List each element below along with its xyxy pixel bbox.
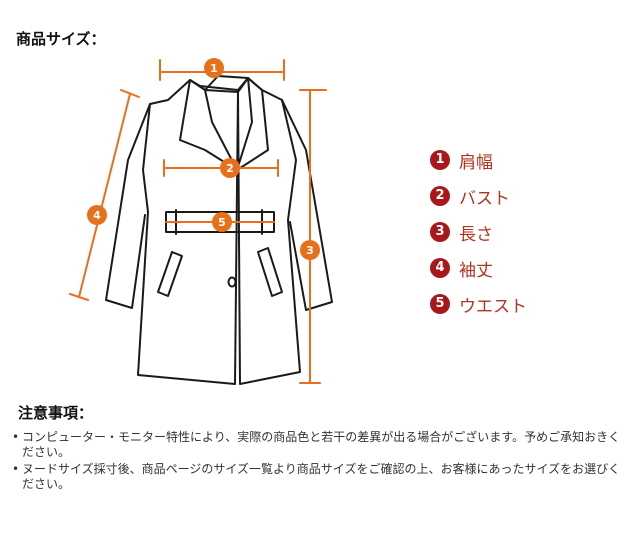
legend-number-2: 2 (430, 186, 450, 206)
coat-measurement-diagram: 1 2 3 4 5 (69, 58, 333, 385)
marker-5-label: 5 (218, 216, 226, 229)
measurement-legend: 1 肩幅 2 バスト 3 長さ 4 袖丈 5 ウエスト (430, 142, 527, 322)
legend-item-sleeve: 4 袖丈 (430, 250, 527, 286)
legend-label-waist: ウエスト (459, 296, 527, 317)
legend-label-shoulder: 肩幅 (459, 152, 493, 173)
legend-label-bust: バスト (459, 188, 510, 209)
marker-1: 1 (204, 58, 224, 78)
legend-item-waist: 5 ウエスト (430, 286, 527, 322)
measurement-markers: 1 2 3 4 5 (87, 58, 320, 260)
legend-label-sleeve: 袖丈 (459, 260, 493, 281)
legend-item-length: 3 長さ (430, 214, 527, 250)
notes-list: コンピューター・モニター特性により、実際の商品色と若干の差異が出る場合がございま… (12, 430, 622, 494)
legend-item-bust: 2 バスト (430, 178, 527, 214)
legend-label-length: 長さ (459, 224, 493, 245)
coat-illustration (105, 75, 333, 385)
marker-3-label: 3 (306, 244, 314, 257)
legend-number-3: 3 (430, 222, 450, 242)
marker-4: 4 (87, 205, 107, 225)
notes-section-title: 注意事項： (18, 404, 94, 422)
marker-1-label: 1 (210, 62, 218, 75)
marker-2: 2 (220, 158, 240, 178)
legend-number-4: 4 (430, 258, 450, 278)
note-item-color: コンピューター・モニター特性により、実際の商品色と若干の差異が出る場合がございま… (12, 430, 622, 460)
marker-2-label: 2 (226, 162, 234, 175)
marker-4-label: 4 (93, 209, 101, 222)
legend-number-5: 5 (430, 294, 450, 314)
marker-5: 5 (212, 212, 232, 232)
legend-number-1: 1 (430, 150, 450, 170)
note-item-size: ヌードサイズ採寸後、商品ページのサイズ一覧より商品サイズをご確認の上、お客様にあ… (12, 462, 622, 492)
legend-item-shoulder: 1 肩幅 (430, 142, 527, 178)
size-section-title: 商品サイズ： (16, 30, 106, 48)
marker-3: 3 (300, 240, 320, 260)
